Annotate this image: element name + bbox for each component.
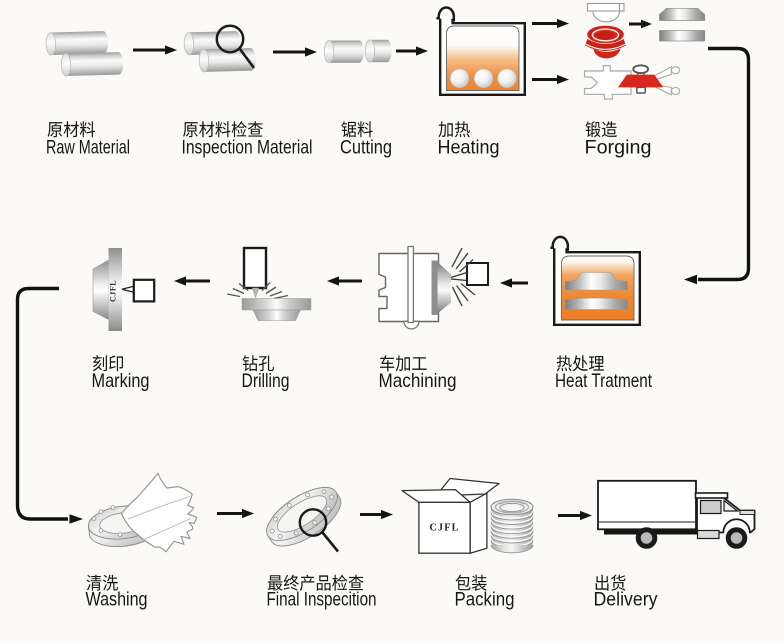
svg-text:Heat Tratment: Heat Tratment [555, 370, 652, 392]
svg-text:Drilling: Drilling [242, 370, 290, 392]
svg-text:Forging: Forging [585, 137, 652, 159]
svg-text:Cutting: Cutting [340, 137, 392, 159]
svg-text:Machining: Machining [379, 370, 457, 392]
svg-text:Packing: Packing [455, 589, 515, 611]
svg-text:Raw Material: Raw Material [46, 137, 130, 159]
svg-text:Heating: Heating [438, 137, 500, 159]
svg-text:Inspection Material: Inspection Material [182, 137, 313, 159]
svg-text:Final Inspecition: Final Inspecition [267, 589, 377, 611]
svg-text:CJFL: CJFL [108, 280, 117, 302]
svg-text:Washing: Washing [86, 589, 148, 611]
svg-text:Marking: Marking [92, 370, 150, 392]
svg-text:CJFL: CJFL [429, 523, 459, 534]
svg-text:Delivery: Delivery [594, 589, 658, 611]
